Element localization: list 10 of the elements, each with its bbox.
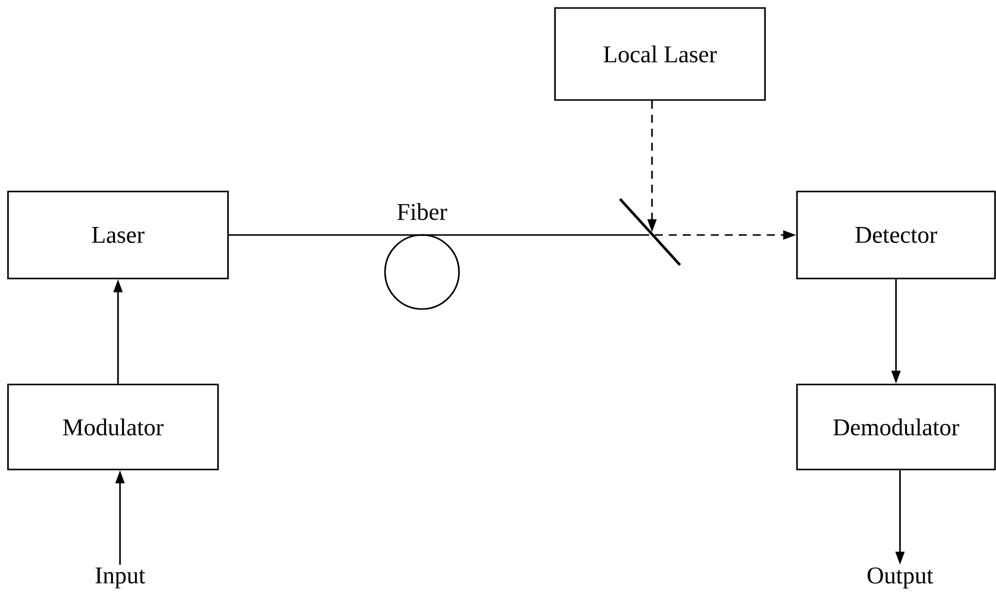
process-box: Local Laser bbox=[554, 7, 766, 101]
process-box: Demodulator bbox=[796, 384, 996, 470]
signal-label: Output bbox=[868, 568, 934, 588]
beam-splitter bbox=[619, 198, 681, 266]
process-box: Laser bbox=[7, 190, 229, 280]
fiber-coil bbox=[384, 234, 460, 310]
signal-label: Input bbox=[96, 568, 146, 588]
component-label: Fiber bbox=[397, 203, 448, 220]
process-box: Modulator bbox=[7, 384, 219, 470]
process-box: Detector bbox=[796, 190, 996, 280]
